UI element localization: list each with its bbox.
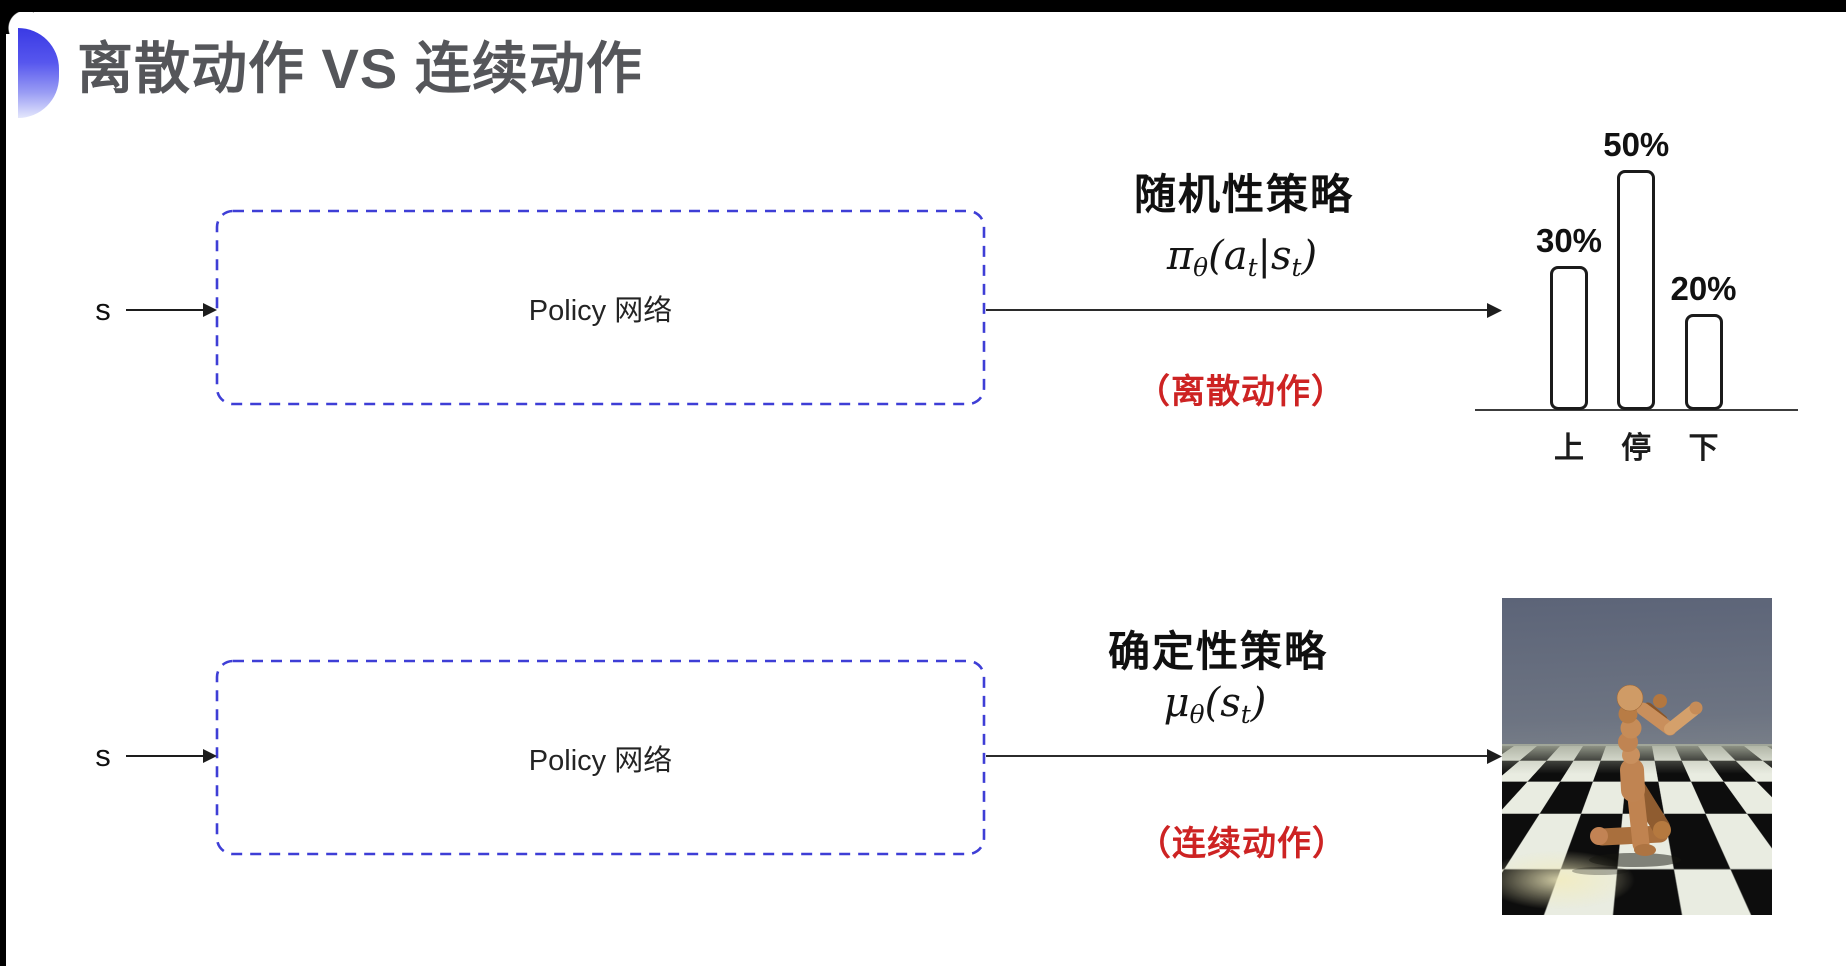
formula-part: (a bbox=[1208, 233, 1248, 279]
discrete-action-note: （离散动作） bbox=[1136, 373, 1346, 411]
stochastic-policy-formula: πθ(at|st) bbox=[1082, 233, 1402, 282]
humanoid-simulation-image bbox=[1502, 598, 1772, 915]
formula-part: t bbox=[1240, 699, 1251, 729]
formula-part: μ bbox=[1163, 680, 1190, 726]
bar-category-label: 停 bbox=[1621, 432, 1652, 465]
bar-value-label: 20% bbox=[1670, 270, 1737, 307]
action-probability-bar-chart: 30% 上 50% 停 20% 下 bbox=[1475, 105, 1805, 465]
stochastic-policy-title: 随机性策略 bbox=[1133, 171, 1354, 218]
formula-part: ) bbox=[1301, 233, 1318, 279]
policy-network-box-bottom: Policy 网络 bbox=[217, 661, 984, 854]
policy-network-box-top: Policy 网络 bbox=[217, 211, 984, 404]
bar-value-label: 30% bbox=[1535, 222, 1603, 259]
formula-part: t bbox=[1291, 252, 1302, 282]
title-accent-half-circle-icon bbox=[18, 28, 59, 118]
bar-value-label: 50% bbox=[1603, 126, 1670, 163]
formula-part: π bbox=[1166, 233, 1194, 279]
probability-bar bbox=[1617, 170, 1656, 410]
policy-network-label: Policy 网络 bbox=[528, 744, 673, 777]
formula-part: θ bbox=[1193, 252, 1209, 282]
bar-category-label: 上 bbox=[1554, 432, 1584, 465]
probability-bar bbox=[1550, 266, 1588, 410]
arrowhead-icon bbox=[203, 303, 217, 317]
humanoid-robot-figure bbox=[1572, 684, 1703, 875]
deterministic-policy-formula: μθ(st) bbox=[1055, 680, 1375, 729]
video-frame-left-bar bbox=[0, 0, 6, 966]
video-frame-corner bbox=[0, 0, 34, 34]
state-input-label-bottom: s bbox=[95, 738, 111, 773]
arrowhead-icon bbox=[203, 749, 217, 763]
continuous-action-note: （连续动作） bbox=[1137, 825, 1347, 863]
formula-part: θ bbox=[1189, 699, 1205, 729]
state-input-label-top: s bbox=[95, 292, 111, 327]
formula-part: (s bbox=[1204, 680, 1241, 726]
formula-part: ) bbox=[1250, 680, 1267, 726]
formula-part: |s bbox=[1257, 233, 1292, 279]
deterministic-policy-title: 确定性策略 bbox=[1107, 628, 1328, 675]
page-title: 离散动作 VS 连续动作 bbox=[77, 37, 643, 100]
policy-network-label: Policy 网络 bbox=[528, 294, 673, 327]
video-frame-top-bar bbox=[0, 0, 1846, 12]
formula-part: t bbox=[1247, 252, 1258, 282]
arrowhead-icon bbox=[1487, 749, 1502, 764]
probability-bar bbox=[1684, 314, 1723, 410]
bar-category-label: 下 bbox=[1688, 432, 1719, 465]
